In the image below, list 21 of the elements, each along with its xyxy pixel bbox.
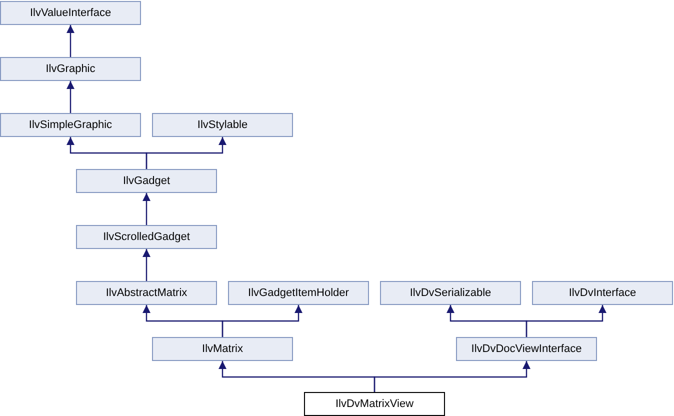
class-box: IlvAbstractMatrix xyxy=(76,281,217,305)
class-box: IlvGadget xyxy=(76,169,217,193)
class-box: IlvMatrix xyxy=(152,337,293,361)
inheritance-arrow xyxy=(526,305,606,337)
class-box: IlvScrolledGadget xyxy=(76,225,217,249)
inheritance-arrow xyxy=(374,361,530,392)
inheritance-arrow xyxy=(66,25,74,57)
class-box: IlvDvInterface xyxy=(532,281,673,305)
inheritance-arrow xyxy=(66,81,74,113)
inheritance-arrow xyxy=(142,249,150,281)
class-box: IlvDvSerializable xyxy=(380,281,521,305)
class-box: IlvDvDocViewInterface xyxy=(456,337,597,361)
class-box: IlvStylable xyxy=(152,113,293,137)
class-box: IlvGraphic xyxy=(0,57,141,81)
class-box: IlvGadgetItemHolder xyxy=(228,281,369,305)
inheritance-arrow xyxy=(222,305,302,337)
class-box: IlvSimpleGraphic xyxy=(0,113,141,137)
class-box: IlvValueInterface xyxy=(0,1,141,25)
inheritance-arrow xyxy=(146,137,226,169)
inheritance-arrow xyxy=(142,193,150,225)
class-box: IlvDvMatrixView xyxy=(304,392,445,416)
